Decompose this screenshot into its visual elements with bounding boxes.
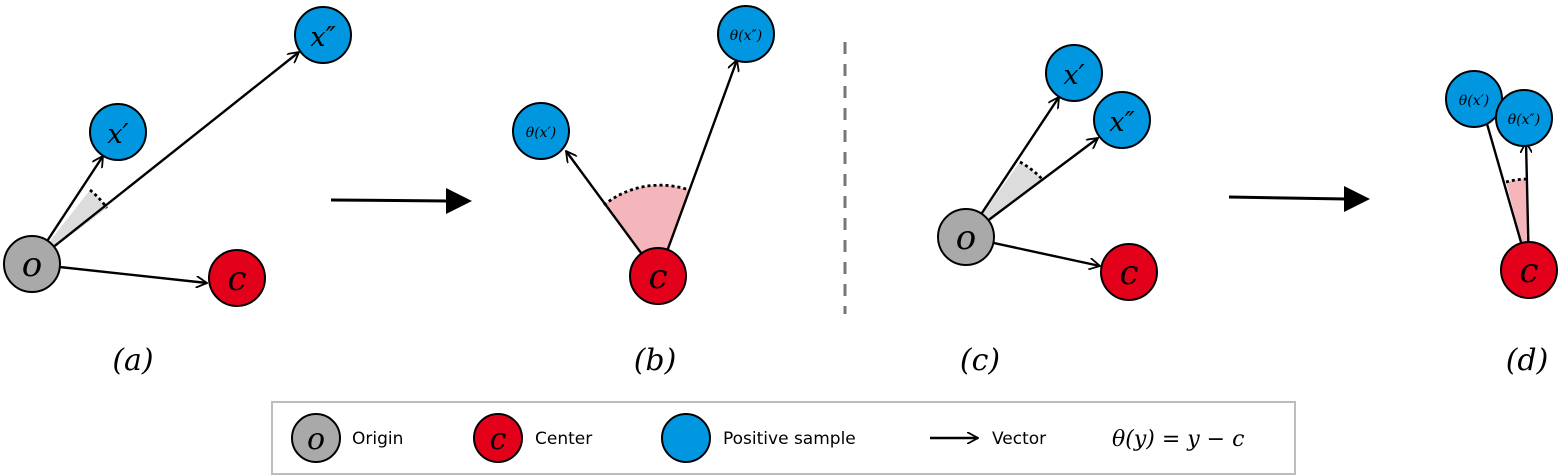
positive-node-theta-x2-b (717, 5, 775, 63)
positive-node-x2-a (294, 6, 352, 64)
angle-arc-a (89, 188, 109, 209)
center-label-b: c (648, 257, 667, 297)
vector-o-to-c-a (31, 262, 207, 283)
x2-label-c: x″ (1109, 107, 1134, 138)
positive-node-theta-x1-d (1445, 70, 1503, 128)
positive-node-x1-a (89, 103, 147, 161)
legend-positive-label: Positive sample (723, 429, 856, 449)
positive-node-theta-x2-d (1495, 89, 1553, 147)
legend-box (271, 401, 1296, 475)
legend-center-swatch (473, 413, 523, 463)
legend-center-symbol: c (490, 422, 507, 457)
panel-a: o c x′ x″ (a) (3, 6, 352, 378)
origin-node-a (3, 235, 61, 293)
vector-c-to-theta-x2-b (656, 60, 737, 277)
center-node-c (1100, 243, 1158, 301)
angle-arc-c (1019, 160, 1045, 181)
panel-c: o c x′ x″ (c) (937, 44, 1158, 378)
origin-node-c (937, 208, 995, 266)
x2-label-a: x″ (310, 22, 335, 53)
legend-positive-swatch (661, 413, 711, 463)
origin-label-c: o (956, 218, 976, 258)
legend-origin-symbol: o (307, 422, 325, 457)
center-node-b (629, 247, 687, 305)
theta-x1-label-d: θ(x′) (1459, 93, 1489, 109)
center-node-a (208, 249, 266, 307)
transition-arrow-ab (330, 188, 472, 214)
angle-sector-b (604, 185, 689, 276)
positive-node-x1-c (1045, 44, 1103, 102)
center-label-d: c (1519, 251, 1538, 291)
panel-b: c θ(x′) θ(x″) (b) (512, 5, 775, 378)
legend: o Origin c Center Positive sample Vector… (271, 401, 1296, 475)
center-label-a: c (227, 259, 246, 299)
caption-c: (c) (960, 343, 1000, 378)
theta-x1-label-b: θ(x′) (526, 125, 556, 141)
legend-formula: θ(y) = y − c (1112, 427, 1244, 452)
caption-b: (b) (634, 343, 677, 378)
panel-d: c θ(x′) θ(x″) (d) (1445, 70, 1558, 378)
center-node-d (1500, 241, 1558, 299)
angle-arc-d (1505, 177, 1529, 184)
transition-arrow-cd (1228, 186, 1370, 212)
positive-node-theta-x1-b (512, 102, 570, 160)
theta-x2-label-d: θ(x″) (1508, 112, 1540, 128)
legend-origin-swatch (291, 413, 341, 463)
caption-d: (d) (1506, 343, 1549, 378)
legend-center-label: Center (535, 429, 592, 449)
x1-label-a: x′ (107, 119, 128, 150)
angle-arc-b (603, 183, 690, 207)
legend-vector-label: Vector (992, 429, 1046, 449)
x1-label-c: x′ (1063, 60, 1084, 91)
center-label-c: c (1119, 253, 1138, 293)
positive-node-x2-c (1093, 91, 1151, 149)
theta-x2-label-b: θ(x″) (730, 28, 762, 44)
vector-o-to-x2-a (31, 52, 299, 265)
origin-label-a: o (22, 245, 42, 285)
caption-a: (a) (112, 343, 153, 378)
legend-origin-label: Origin (352, 429, 403, 449)
